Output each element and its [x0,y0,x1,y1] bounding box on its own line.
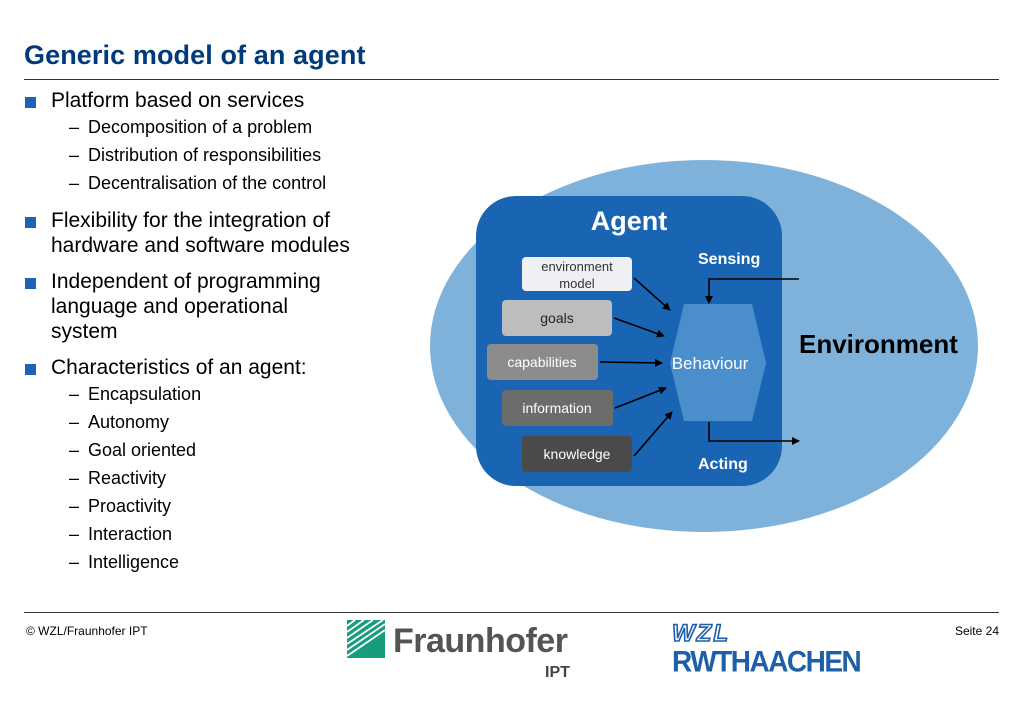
fraunhofer-wordmark: Fraunhofer [393,622,568,660]
component-box-capabilities [487,344,598,380]
bullet-square-icon [25,278,36,289]
bullet-platform: Platform based on services –Decompositio… [24,88,404,197]
component-label: capabilities [507,354,576,370]
component-label: knowledge [544,446,611,462]
component-label: model [559,276,595,291]
sub-bullet: –Proactivity [69,496,172,516]
sub-bullet: –Goal oriented [69,440,197,460]
sub-bullet: –Intelligence [69,552,180,572]
bullet-text: hardware and software modules [51,234,350,257]
environment-label: Environment [799,329,958,359]
sub-bullet: –Distribution of responsibilities [69,145,322,165]
wzl-wordmark: WZL [671,619,730,648]
component-box-information [502,390,613,426]
bullet-text: Characteristics of an agent: [51,356,307,379]
sensing-label: Sensing [698,251,760,268]
arrow [633,277,671,311]
arrow [599,358,663,367]
sub-bullet: –Decentralisation of the control [69,173,327,193]
bullet-independent: Independent of programming language and … [24,269,404,344]
title-divider [24,79,999,80]
agent-label: Agent [591,206,668,236]
bullet-square-icon [25,97,36,108]
footer-copyright: © WZL/Fraunhofer IPT [26,624,148,638]
bullet-text: Flexibility for the integration of [51,209,330,232]
arrow [633,411,673,457]
bullet-characteristics: Characteristics of an agent: –Encapsulat… [24,355,404,576]
bullet-square-icon [25,217,36,228]
bullet-text: Independent of programming [51,270,321,293]
sub-bullet: –Autonomy [69,412,170,432]
footer-page-number: Seite 24 [954,624,999,638]
arrow [613,317,665,338]
rwth-aachen-wordmark: RWTHAACHEN [672,645,862,678]
bullet-text: system [51,320,118,343]
fraunhofer-mark-icon [347,620,385,658]
component-box-knowledge [522,436,632,472]
bullet-flexibility: Flexibility for the integration of hardw… [24,208,404,258]
sub-bullet: –Encapsulation [69,384,202,404]
footer-divider [24,612,999,613]
bullet-text: language and operational [51,295,289,318]
component-label: environment [541,259,613,274]
sensing-arrow [705,278,799,304]
component-box-environment-model [522,257,632,291]
bullet-text: Platform based on services [51,89,305,112]
behaviour-label: Behaviour [672,354,749,373]
fraunhofer-logo: Fraunhofer IPT [347,620,577,684]
acting-arrow [708,422,800,445]
sub-bullet: –Decomposition of a problem [69,117,313,137]
component-label: goals [540,310,573,326]
arrow [614,386,667,409]
agent-diagram: Agent Environment Sensing Acting Behavio… [430,160,978,532]
wzl-rwth-logo: WZL RWTHAACHEN [671,619,882,680]
behaviour-hexagon [670,304,766,421]
bullet-list: Platform based on services –Decompositio… [24,88,404,576]
sub-bullet: –Interaction [69,524,173,544]
component-box-goals [502,300,612,336]
fraunhofer-unit: IPT [545,664,570,681]
page-title: Generic model of an agent [24,40,366,70]
component-label: information [522,400,591,416]
acting-label: Acting [698,456,748,473]
sub-bullet: –Reactivity [69,468,167,488]
bullet-square-icon [25,364,36,375]
